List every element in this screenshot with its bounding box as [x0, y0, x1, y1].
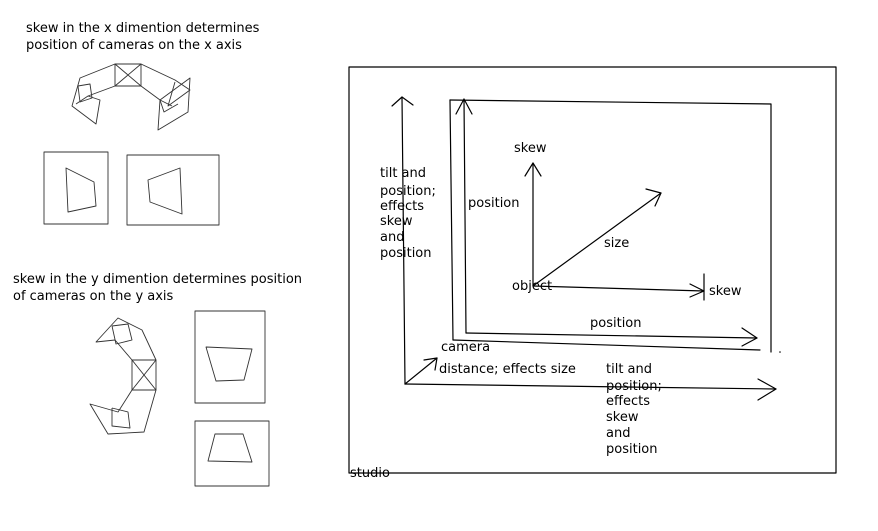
- svg-text:position;: position;: [380, 184, 436, 199]
- size-arrow: [532, 188, 662, 287]
- svg-text:effects: effects: [380, 199, 424, 214]
- camera-view-frame: [449, 99, 772, 353]
- camera-label: camera: [441, 340, 490, 355]
- note-x-line1: skew in the x dimention determines: [26, 21, 260, 36]
- studio-frame: [348, 66, 837, 474]
- position-horizontal-arrow: [465, 327, 758, 347]
- camera-view-x-left: [43, 151, 109, 225]
- svg-text:and: and: [606, 426, 630, 441]
- skew-horizontal-arrow: [532, 273, 705, 301]
- svg-text:and: and: [380, 230, 404, 245]
- object-label: object: [512, 279, 552, 294]
- note-y-line1: skew in the y dimention determines posit…: [13, 272, 302, 287]
- camera-arrangement-x-sketch: [71, 63, 191, 131]
- note-x-line2: position of cameras on the x axis: [26, 38, 242, 53]
- position-vertical-label: position: [468, 196, 520, 211]
- svg-text:skew: skew: [606, 410, 639, 425]
- tilt-horizontal-arrow: [404, 378, 777, 401]
- camera-view-y-bottom: [194, 420, 270, 487]
- svg-text:position: position: [606, 442, 658, 457]
- distance-label: distance; effects size: [439, 362, 576, 377]
- svg-text:position: position: [380, 246, 432, 261]
- position-vertical-arrow: [455, 98, 473, 334]
- svg-text:tilt and: tilt and: [380, 166, 426, 181]
- tilt-vertical-arrow: [391, 96, 414, 385]
- position-horizontal-label: position: [590, 316, 642, 331]
- svg-text:tilt and: tilt and: [606, 362, 652, 377]
- camera-view-x-right: [126, 154, 220, 226]
- skew-right-label: skew: [709, 284, 742, 299]
- camera-arrangement-y-sketch: [89, 317, 157, 435]
- camera-view-y-top: [194, 310, 266, 404]
- camera-distance-arrow: [404, 357, 438, 385]
- tilt-horizontal-label: tilt and position; effects skew and posi…: [606, 362, 662, 457]
- size-label: size: [604, 236, 629, 251]
- skew-vertical-arrow: [524, 162, 542, 287]
- svg-text:position;: position;: [606, 379, 662, 394]
- svg-text:skew: skew: [380, 214, 413, 229]
- studio-label: studio: [350, 466, 390, 481]
- skew-top-label: skew: [514, 141, 547, 156]
- note-y-line2: of cameras on the y axis: [13, 289, 174, 304]
- svg-text:effects: effects: [606, 394, 650, 409]
- tilt-vertical-label: tilt and position; effects skew and posi…: [380, 166, 436, 261]
